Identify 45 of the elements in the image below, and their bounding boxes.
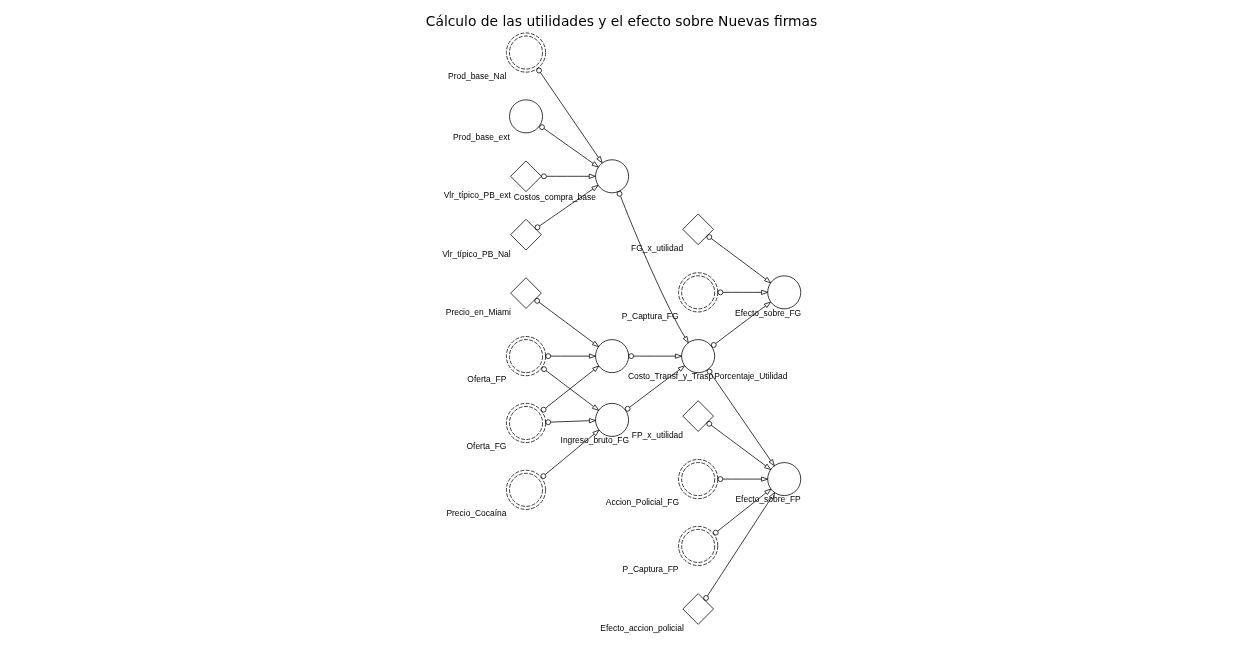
node-label: Efecto_sobre_FP — [735, 494, 801, 505]
node-circle — [767, 462, 802, 496]
node-label: Precio_Cocaína — [446, 508, 507, 519]
arrow — [628, 353, 682, 359]
node-circle — [595, 339, 629, 374]
arrow — [710, 301, 771, 348]
arrow — [534, 298, 599, 347]
node-label: Vlr_típico_PB_Nal — [442, 248, 511, 259]
node-label: Porcentaje_Utilidad — [714, 371, 788, 382]
node-label: Prod_base_ext — [453, 131, 510, 142]
node-label: P_Captura_FG — [621, 310, 679, 321]
arrow — [534, 185, 599, 231]
arrow — [703, 492, 776, 601]
arrow — [717, 289, 769, 296]
node-diamond — [510, 160, 542, 193]
arrow — [706, 368, 775, 467]
node-circle — [767, 275, 802, 310]
arrow — [706, 234, 772, 284]
node-label: Prod_base_Nal — [448, 70, 507, 81]
arrow — [616, 190, 689, 344]
node-label: Vlr_típico_PB_ext — [443, 190, 511, 201]
node-circle — [595, 159, 629, 194]
node-label: Oferta_FP — [467, 374, 507, 385]
node-label: Costos_compra_base — [513, 191, 596, 202]
arrow — [545, 353, 596, 359]
arrow — [536, 67, 603, 164]
node-label: Costo_Transf_y_Trasp — [627, 371, 714, 382]
node-label: FG_x_utilidad — [631, 243, 684, 254]
arrow — [545, 418, 596, 426]
node-label: Efecto_accion_policial — [600, 623, 684, 634]
arrow — [540, 429, 600, 479]
diagram-title: Cálculo de las utilidades y el efecto sobre Nuevas firmas — [425, 12, 818, 29]
node-label: Ingreso_bruto_FG — [560, 435, 630, 446]
arrow — [712, 488, 772, 536]
node-label: Accion_Policial_FG — [605, 497, 680, 508]
arrow — [624, 365, 685, 412]
arrow — [717, 476, 769, 482]
node-label: Oferta_FG — [466, 441, 507, 452]
arrow — [706, 420, 772, 470]
node-label: Efecto_sobre_FG — [735, 307, 802, 318]
node-label: P_Captura_FP — [622, 564, 679, 575]
node-label: Precio_en_Miami — [445, 307, 511, 318]
arrow — [541, 173, 596, 180]
node-label: FP_x_utilidad — [631, 430, 683, 441]
arrow — [539, 124, 599, 168]
